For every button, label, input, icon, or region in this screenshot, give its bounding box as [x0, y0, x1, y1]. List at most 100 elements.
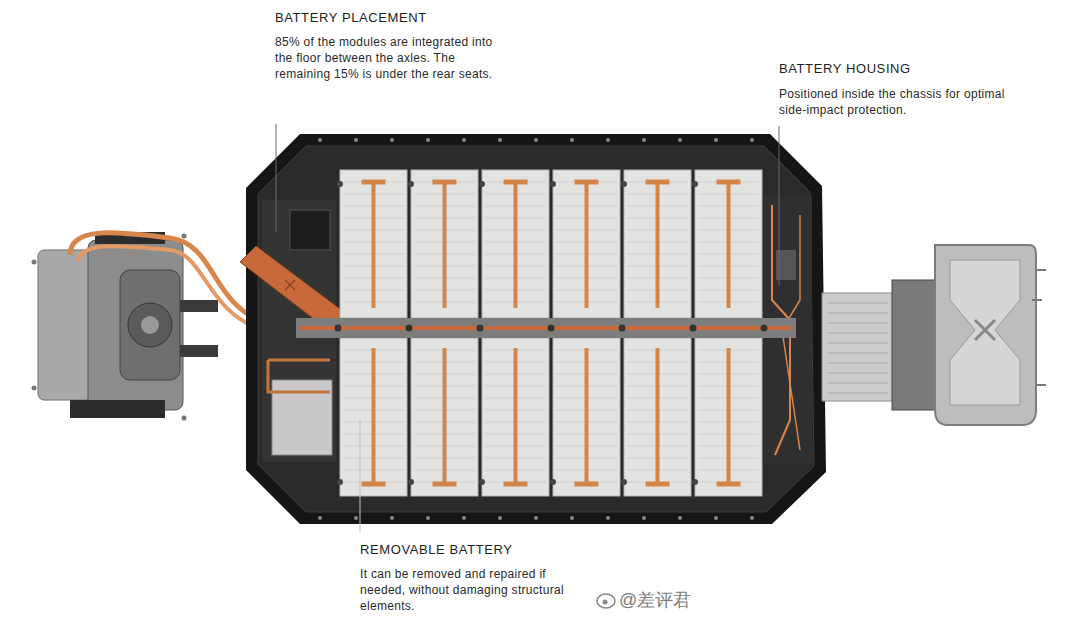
inverter-fin — [828, 373, 888, 374]
battery-module — [411, 170, 478, 318]
bolt — [318, 138, 322, 142]
module-busbar — [585, 348, 589, 486]
motor-mount — [70, 400, 165, 418]
callout-heading: BATTERY PLACEMENT — [275, 10, 515, 26]
housing-recess — [950, 260, 1020, 405]
callout-text: Positioned inside the chassis for optima… — [779, 86, 1029, 118]
bolt — [550, 181, 556, 187]
spine-busbar — [300, 326, 792, 330]
module-busbar — [585, 180, 589, 308]
module-busbar — [575, 180, 599, 185]
weibo-logo-eye — [603, 600, 608, 605]
callout-text: 85% of the modules are integrated into t… — [275, 34, 505, 82]
bolt — [462, 138, 466, 142]
module-busbar — [514, 180, 518, 308]
module-busbar — [727, 348, 731, 486]
battery-module — [624, 170, 691, 318]
module-busbar — [656, 180, 660, 308]
cell-line — [556, 182, 617, 183]
bolt — [182, 416, 187, 421]
callout-text: It can be removed and repaired if needed… — [360, 566, 588, 614]
bolt — [182, 234, 187, 239]
rear-drive-unit — [822, 245, 1046, 425]
bolt — [426, 516, 430, 520]
cell-line — [485, 182, 546, 183]
bolt — [642, 138, 646, 142]
bolt — [477, 325, 484, 332]
bolt — [534, 138, 538, 142]
bolt — [479, 181, 485, 187]
bolt — [337, 181, 343, 187]
motor-gear — [120, 270, 180, 380]
mount-bolt — [1036, 269, 1046, 271]
mount-bolt — [1036, 384, 1046, 386]
bolt — [621, 479, 627, 485]
inverter — [822, 293, 894, 401]
module-busbar — [362, 180, 386, 185]
bolt — [462, 516, 466, 520]
junction-box — [290, 210, 330, 250]
cell-line — [698, 182, 759, 183]
motor-housing — [935, 245, 1036, 425]
inverter-fin — [828, 363, 888, 364]
leader-line — [779, 126, 780, 285]
inverter-fin — [828, 333, 888, 334]
bolt — [390, 516, 394, 520]
battery-module — [553, 338, 620, 496]
battery-module — [553, 170, 620, 318]
leader-line — [276, 124, 277, 232]
bolt — [642, 516, 646, 520]
module-busbar — [372, 180, 376, 308]
module-busbar — [575, 482, 599, 487]
battery-module — [482, 170, 549, 318]
module-busbar — [514, 348, 518, 486]
bolt — [692, 479, 698, 485]
bolt — [354, 138, 358, 142]
bolt — [761, 325, 768, 332]
cell-line — [343, 182, 404, 183]
weibo-logo — [597, 594, 615, 608]
bolt — [32, 386, 37, 391]
battery-module — [695, 170, 762, 318]
battery-module — [340, 170, 407, 318]
bolt — [318, 516, 322, 520]
bolt — [714, 516, 718, 520]
bolt — [570, 138, 574, 142]
motor-core — [88, 240, 183, 410]
mount-bolt — [1032, 299, 1042, 301]
bolt — [570, 516, 574, 520]
bolt — [354, 516, 358, 520]
leader-line — [360, 420, 361, 533]
bolt — [692, 181, 698, 187]
motor-hub — [128, 303, 172, 347]
gearbox — [892, 280, 937, 410]
bolt — [606, 516, 610, 520]
inverter-fin — [828, 313, 888, 314]
module-busbar — [727, 180, 731, 308]
module-busbar — [656, 348, 660, 486]
module-busbar — [646, 482, 670, 487]
module-busbar — [443, 348, 447, 486]
bolt — [406, 325, 413, 332]
module-busbar — [504, 180, 528, 185]
bolt — [498, 138, 502, 142]
bolt — [408, 479, 414, 485]
front-motor — [32, 232, 263, 421]
module-busbar — [717, 180, 741, 185]
battery-module — [695, 338, 762, 496]
bolt — [750, 516, 754, 520]
module-busbar — [646, 180, 670, 185]
battery-module — [340, 338, 407, 496]
motor-arm — [180, 300, 218, 312]
bolt — [479, 479, 485, 485]
module-busbar — [504, 482, 528, 487]
callout-heading: BATTERY HOUSING — [779, 61, 1039, 77]
module-busbar — [433, 180, 457, 185]
coolant-pipe — [268, 360, 330, 392]
module-busbar — [443, 180, 447, 308]
cell-line — [414, 182, 475, 183]
bolt — [606, 138, 610, 142]
motor-body — [38, 250, 93, 400]
